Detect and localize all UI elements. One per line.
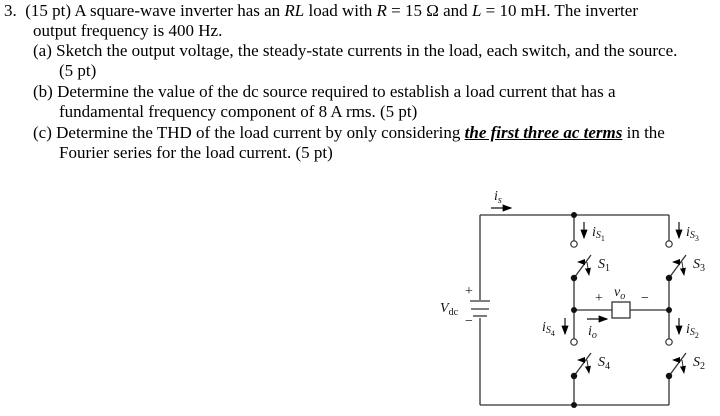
intro-text-2: load with (304, 1, 377, 20)
part-b-line-1: (b) Determine the value of the dc source… (33, 82, 616, 101)
rl-symbol: RL (284, 1, 305, 20)
l-value: = 10 mH. The inverter (481, 1, 638, 20)
part-c-line-1: (c) Determine the THD of the load curren… (33, 124, 665, 142)
svg-text:is: is (494, 189, 502, 206)
problem-line-1: 3. (15 pt) A square-wave inverter has an… (4, 2, 638, 20)
problem-points: (15 pt) (25, 1, 72, 20)
svg-text:S1: S1 (598, 257, 610, 274)
svg-text:io: io (588, 324, 597, 341)
s4-label: S (598, 355, 605, 370)
is1-label: i (592, 225, 596, 240)
is2-label: i (686, 322, 690, 337)
dc-source-icon (470, 300, 490, 317)
part-c-text-post: in the (622, 123, 665, 142)
l-symbol: L (471, 1, 482, 20)
s2-label: S (693, 355, 700, 370)
part-c-emphasis: the first three ac terms (464, 123, 623, 142)
svg-text:iS3: iS3 (686, 225, 699, 243)
s1-label: S (598, 257, 605, 272)
intro-text: A square-wave inverter has an (74, 1, 285, 20)
minus-sign: − (465, 314, 473, 329)
svg-text:S2: S2 (693, 355, 705, 372)
problem-line-2: output frequency is 400 Hz. (33, 21, 223, 40)
problem-number: 3. (4, 1, 17, 20)
svg-text:S4: S4 (598, 355, 610, 372)
vdc-label: V (440, 301, 450, 316)
svg-text:iS2: iS2 (686, 322, 699, 340)
svg-text:vo: vo (614, 285, 625, 302)
part-b-line-2: fundamental frequency component of 8 A r… (59, 102, 418, 121)
vo-plus: + (595, 291, 603, 306)
vo-label: v (614, 285, 621, 300)
io-label: i (588, 324, 592, 339)
s3-label: S (693, 257, 700, 272)
is3-label: i (686, 225, 690, 240)
svg-text:iS1: iS1 (592, 225, 605, 243)
part-c-text: (c) Determine the THD of the load curren… (33, 123, 465, 142)
is4-label: i (542, 320, 546, 335)
load-box (611, 301, 631, 319)
plus-sign: + (465, 284, 473, 299)
r-symbol: R (376, 1, 387, 20)
part-a-line-2: (5 pt) (59, 61, 97, 80)
svg-text:iS4: iS4 (542, 320, 555, 338)
svg-text:Vdc: Vdc (440, 301, 459, 318)
vo-minus: − (641, 291, 649, 306)
part-c-line-2: Fourier series for the load current. (5 … (59, 143, 333, 162)
source-current-label: i (494, 189, 498, 204)
r-value: = 15 Ω and (386, 1, 472, 20)
part-a-line-1: (a) Sketch the output voltage, the stead… (33, 41, 678, 60)
svg-text:S3: S3 (693, 257, 705, 274)
